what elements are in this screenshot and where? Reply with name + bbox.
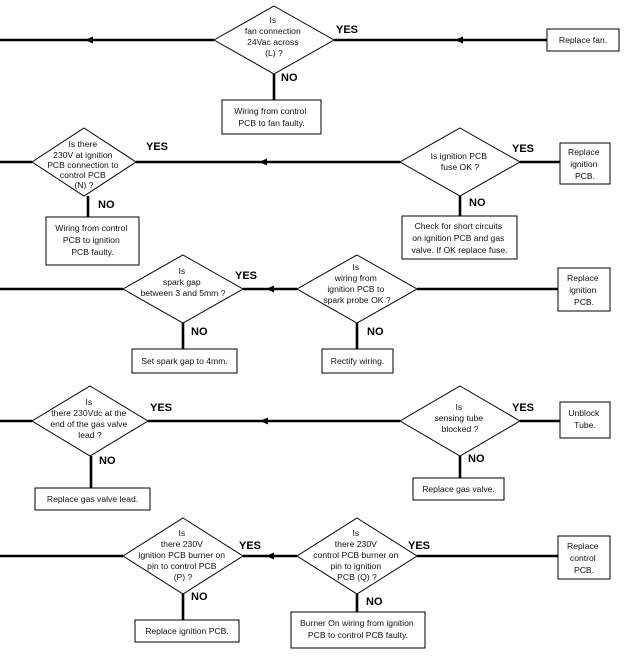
result-replace-ignition-pcb-3-text: Replace ignition PCB. <box>145 626 229 636</box>
yes-label: YES <box>146 141 168 153</box>
no-label: NO <box>366 596 383 608</box>
no-label: NO <box>191 326 208 338</box>
result-replace-gas-valve-lead <box>34 487 151 511</box>
result-replace-control-pcb-text: Replace control PCB. <box>567 541 601 575</box>
decision-230vdc-gas-valve-text: Is there 230Vdc at the end of the gas va… <box>50 397 129 440</box>
decision-ignition-burner-on-pin-text: Is there 230V ignition PCB burner on pin… <box>139 528 228 582</box>
result-replace-ignition-pcb-2-text: Replace ignition PCB. <box>567 273 601 307</box>
result-burner-on-wiring-faulty-text: Burner On wiring from ignition PCB to co… <box>300 618 416 640</box>
result-replace-fan <box>546 28 620 52</box>
result-replace-gas-valve-text: Replace gas valve. <box>422 484 495 494</box>
result-burner-on-wiring-faulty <box>290 611 426 649</box>
flow-arrow <box>266 285 274 293</box>
result-replace-ignition-pcb-2 <box>557 267 611 312</box>
result-rectify-wiring-text: Rectify wiring. <box>331 356 384 366</box>
decision-fan-24vac-text: Is fan connection 24Vac across (L) ? <box>245 15 303 58</box>
result-wiring-ignition-pcb-faulty <box>45 216 140 266</box>
no-label: NO <box>468 453 485 465</box>
yes-label: YES <box>512 402 534 414</box>
yes-label: YES <box>239 540 261 552</box>
decision-sensing-tube-blocked-text: Is sensing tube blocked ? <box>434 402 485 434</box>
decision-ignition-pcb-fuse-text: Is ignition PCB fuse OK ? <box>431 151 490 172</box>
yes-label: YES <box>336 24 358 36</box>
yes-label: YES <box>512 143 534 155</box>
flow-arrow <box>85 36 93 44</box>
result-set-spark-gap-text: Set spark gap to 4mm. <box>141 356 227 366</box>
yes-label: YES <box>235 270 257 282</box>
row-2: Is there 230V at ignition PCB connection… <box>0 127 611 266</box>
result-wiring-fan-faulty <box>221 99 322 135</box>
no-label: NO <box>367 326 384 338</box>
result-replace-control-pcb <box>557 535 611 580</box>
no-label: NO <box>98 199 115 211</box>
flow-arrow <box>266 552 274 560</box>
row-5: Is there 230V ignition PCB burner on pin… <box>0 517 611 649</box>
result-unblock-tube <box>559 401 611 439</box>
decision-control-burner-on-pin-text: Is there 230V control PCB burner on pin … <box>313 528 400 582</box>
yes-label: YES <box>150 402 172 414</box>
result-replace-ignition-pcb-3 <box>134 619 240 643</box>
row-1: Is fan connection 24Vac across (L) ? YES… <box>0 5 620 135</box>
result-set-spark-gap <box>131 348 238 374</box>
no-label: NO <box>469 197 486 209</box>
decision-230v-ignition-pcb-text: Is there 230V at ignition PCB connection… <box>47 139 121 190</box>
flow-arrow <box>260 417 268 425</box>
decision-230v-ignition-pcb <box>31 127 137 197</box>
result-wiring-ignition-pcb-faulty-text: Wiring from control PCB to ignition PCB … <box>55 223 130 257</box>
row-3: Is spark gap between 3 and 5mm ? YES NO … <box>0 254 611 374</box>
result-replace-fan-text: Replace fan. <box>559 35 607 45</box>
result-wiring-fan-faulty-text: Wiring from control PCB to fan faulty. <box>234 106 309 128</box>
result-replace-ignition-pcb <box>559 142 611 185</box>
decision-spark-gap-text: Is spark gap between 3 and 5mm ? <box>140 266 225 298</box>
result-replace-gas-valve <box>412 477 505 501</box>
row-4: Is there 230Vdc at the end of the gas va… <box>0 385 611 511</box>
result-check-short-circuits <box>401 215 518 260</box>
flow-arrow <box>455 36 463 44</box>
flow-arrow <box>259 158 267 166</box>
no-label: NO <box>281 72 298 84</box>
result-replace-gas-valve-lead-text: Replace gas valve lead. <box>47 494 138 504</box>
result-unblock-tube-text: Unblock Tube. <box>568 408 601 430</box>
result-check-short-circuits-text: Check for short circuits on ignition PCB… <box>411 221 507 255</box>
yes-label: YES <box>408 540 430 552</box>
result-rectify-wiring <box>321 348 394 374</box>
no-label: NO <box>191 591 208 603</box>
no-label: NO <box>99 455 116 467</box>
decision-wiring-spark-probe-text: Is wiring from ignition PCB to spark pro… <box>323 262 391 305</box>
result-replace-ignition-pcb-text: Replace ignition PCB. <box>568 147 602 181</box>
